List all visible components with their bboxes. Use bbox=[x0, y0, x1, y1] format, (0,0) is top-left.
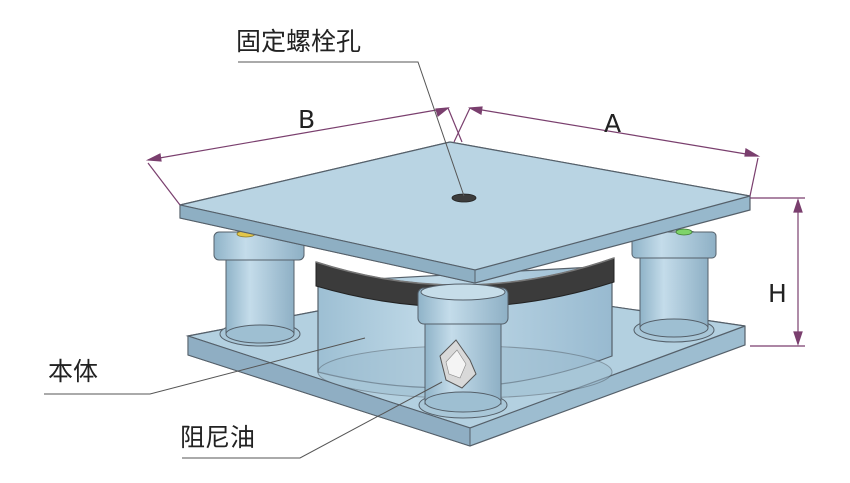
support-column-front bbox=[417, 283, 509, 419]
label-dimension-a: A bbox=[604, 109, 621, 138]
label-dimension-h: H bbox=[768, 279, 787, 308]
dimension-lines bbox=[145, 106, 805, 347]
leader-lines bbox=[44, 61, 465, 459]
top-plate bbox=[179, 141, 751, 284]
support-column-back-left bbox=[213, 230, 305, 347]
label-bolt-hole: 固定螺栓孔 bbox=[236, 27, 361, 56]
indicator-green-icon bbox=[675, 228, 693, 236]
label-body: 本体 bbox=[48, 357, 98, 386]
label-dimension-b: B bbox=[298, 105, 315, 134]
label-damping-oil: 阻尼油 bbox=[180, 423, 255, 452]
support-column-back-right bbox=[631, 228, 717, 343]
bolt-hole-icon bbox=[451, 193, 477, 203]
